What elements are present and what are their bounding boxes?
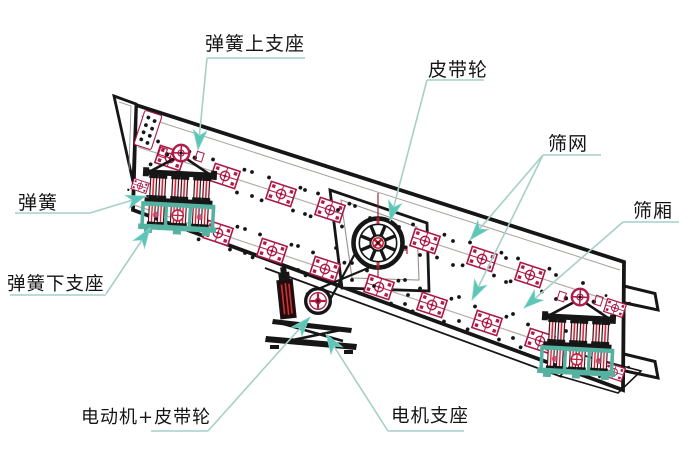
discharge-bracket-lower: [622, 352, 660, 380]
rivet-dots: [243, 170, 585, 340]
discharge-bracket-upper: [622, 284, 660, 312]
feed-plate: [112, 93, 138, 183]
motor-assembly: [265, 266, 357, 354]
bottom-flange-line: [264, 267, 563, 378]
motor: [276, 266, 297, 320]
label-spring-upper-support: 弹簧上支座: [205, 33, 305, 55]
label-screen-box: 筛厢: [633, 200, 673, 222]
labels: 弹簧上支座 皮带轮 筛网 筛厢 弹簧 弹簧下支座 电动机+皮带轮 电机支座: [7, 33, 673, 428]
label-spring: 弹簧: [18, 192, 58, 214]
label-spring-lower-support: 弹簧下支座: [7, 274, 105, 295]
motor-pulley: [303, 286, 333, 316]
leader-lines: [10, 57, 679, 432]
belt-pulley-wheel: [351, 216, 405, 270]
label-screen-mesh: 筛网: [548, 133, 588, 155]
motor-support-frame: [265, 319, 357, 354]
feed-bolt-plate: [133, 110, 163, 150]
label-belt-pulley: 皮带轮: [428, 59, 488, 81]
label-motor-support: 电机支座: [391, 406, 469, 427]
label-motor-belt-pulley: 电动机+皮带轮: [81, 407, 211, 428]
